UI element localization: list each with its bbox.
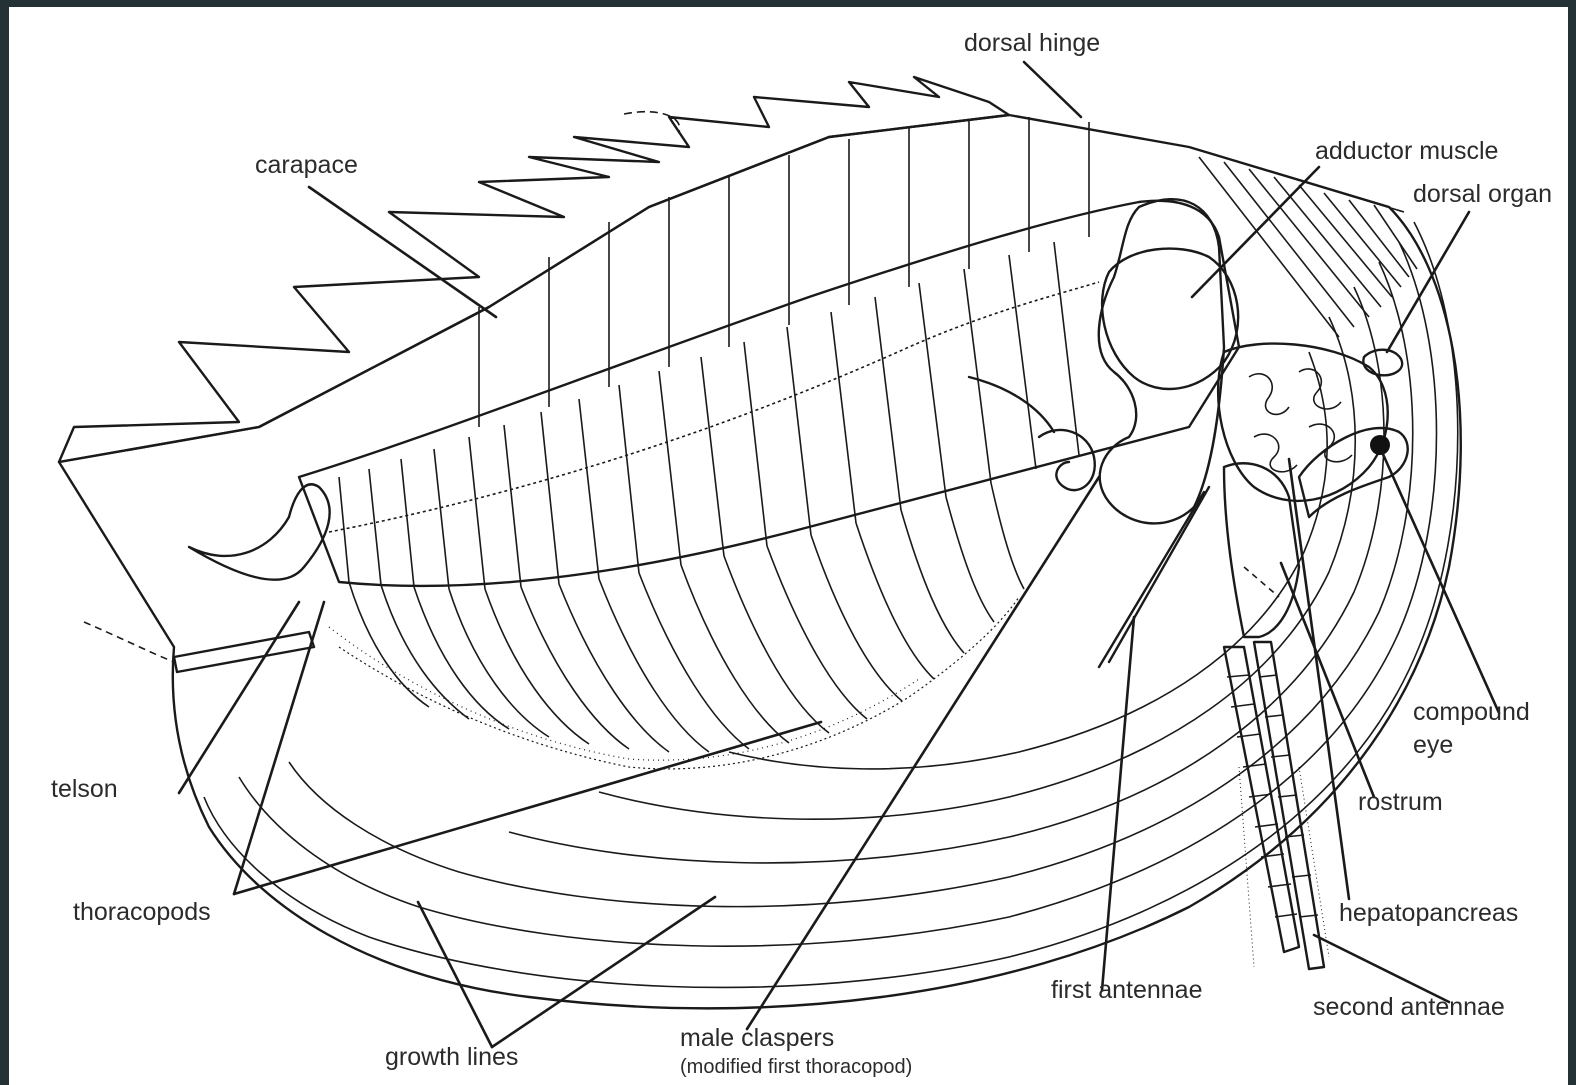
leader-compound-eye <box>1382 452 1499 713</box>
leader-thoracopods-a <box>234 602 324 894</box>
label-dorsal-hinge: dorsal hinge <box>964 29 1100 57</box>
clam-shrimp-anatomy-diagram: dorsal hinge carapace adductor muscle do… <box>9 7 1568 1085</box>
label-growth-lines: growth lines <box>385 1043 518 1071</box>
carapace-shell <box>59 115 1461 1008</box>
trunk <box>299 117 1239 589</box>
leader-thoracopods-b <box>234 722 821 894</box>
growth-lines <box>204 222 1458 987</box>
label-second-antennae: second antennae <box>1313 993 1505 1021</box>
label-compound-eye-line1: compound <box>1413 698 1530 726</box>
leader-growth-lines-a <box>418 902 492 1047</box>
dorsal-segments <box>479 117 1089 427</box>
second-antennae-shape <box>1224 642 1329 969</box>
leader-telson <box>179 602 299 793</box>
label-first-antennae: first antennae <box>1051 976 1203 1004</box>
label-dorsal-organ: dorsal organ <box>1413 180 1552 208</box>
trunk-segments <box>339 242 1079 589</box>
hepatopancreas-mass <box>1218 344 1388 501</box>
label-telson: telson <box>51 775 118 803</box>
leader-dorsal-organ <box>1387 212 1469 352</box>
leader-carapace <box>309 187 496 317</box>
label-male-claspers: male claspers <box>680 1024 834 1052</box>
leader-hepatopancreas <box>1289 459 1349 899</box>
diagram-frame: dorsal hinge carapace adductor muscle do… <box>9 7 1568 1085</box>
label-thoracopods: thoracopods <box>73 898 211 926</box>
hepatopancreas-coils <box>1249 369 1352 472</box>
label-compound-eye-line2: eye <box>1413 731 1453 759</box>
labels: dorsal hinge carapace adductor muscle do… <box>51 29 1552 1078</box>
first-antenna-shape <box>1099 492 1204 667</box>
leader-second-antennae <box>1314 935 1449 1002</box>
dorsal-organ-knob <box>1363 350 1402 376</box>
leader-dorsal-hinge <box>1024 62 1081 117</box>
dorsal-spines <box>59 77 1009 462</box>
label-rostrum: rostrum <box>1358 788 1443 816</box>
label-hepatopancreas: hepatopancreas <box>1339 899 1518 927</box>
telson <box>84 484 330 672</box>
label-male-claspers-note: (modified first thoracopod) <box>680 1056 912 1078</box>
label-carapace: carapace <box>255 151 358 179</box>
label-adductor-muscle: adductor muscle <box>1315 137 1498 165</box>
compound-eye-dot <box>1370 435 1390 455</box>
